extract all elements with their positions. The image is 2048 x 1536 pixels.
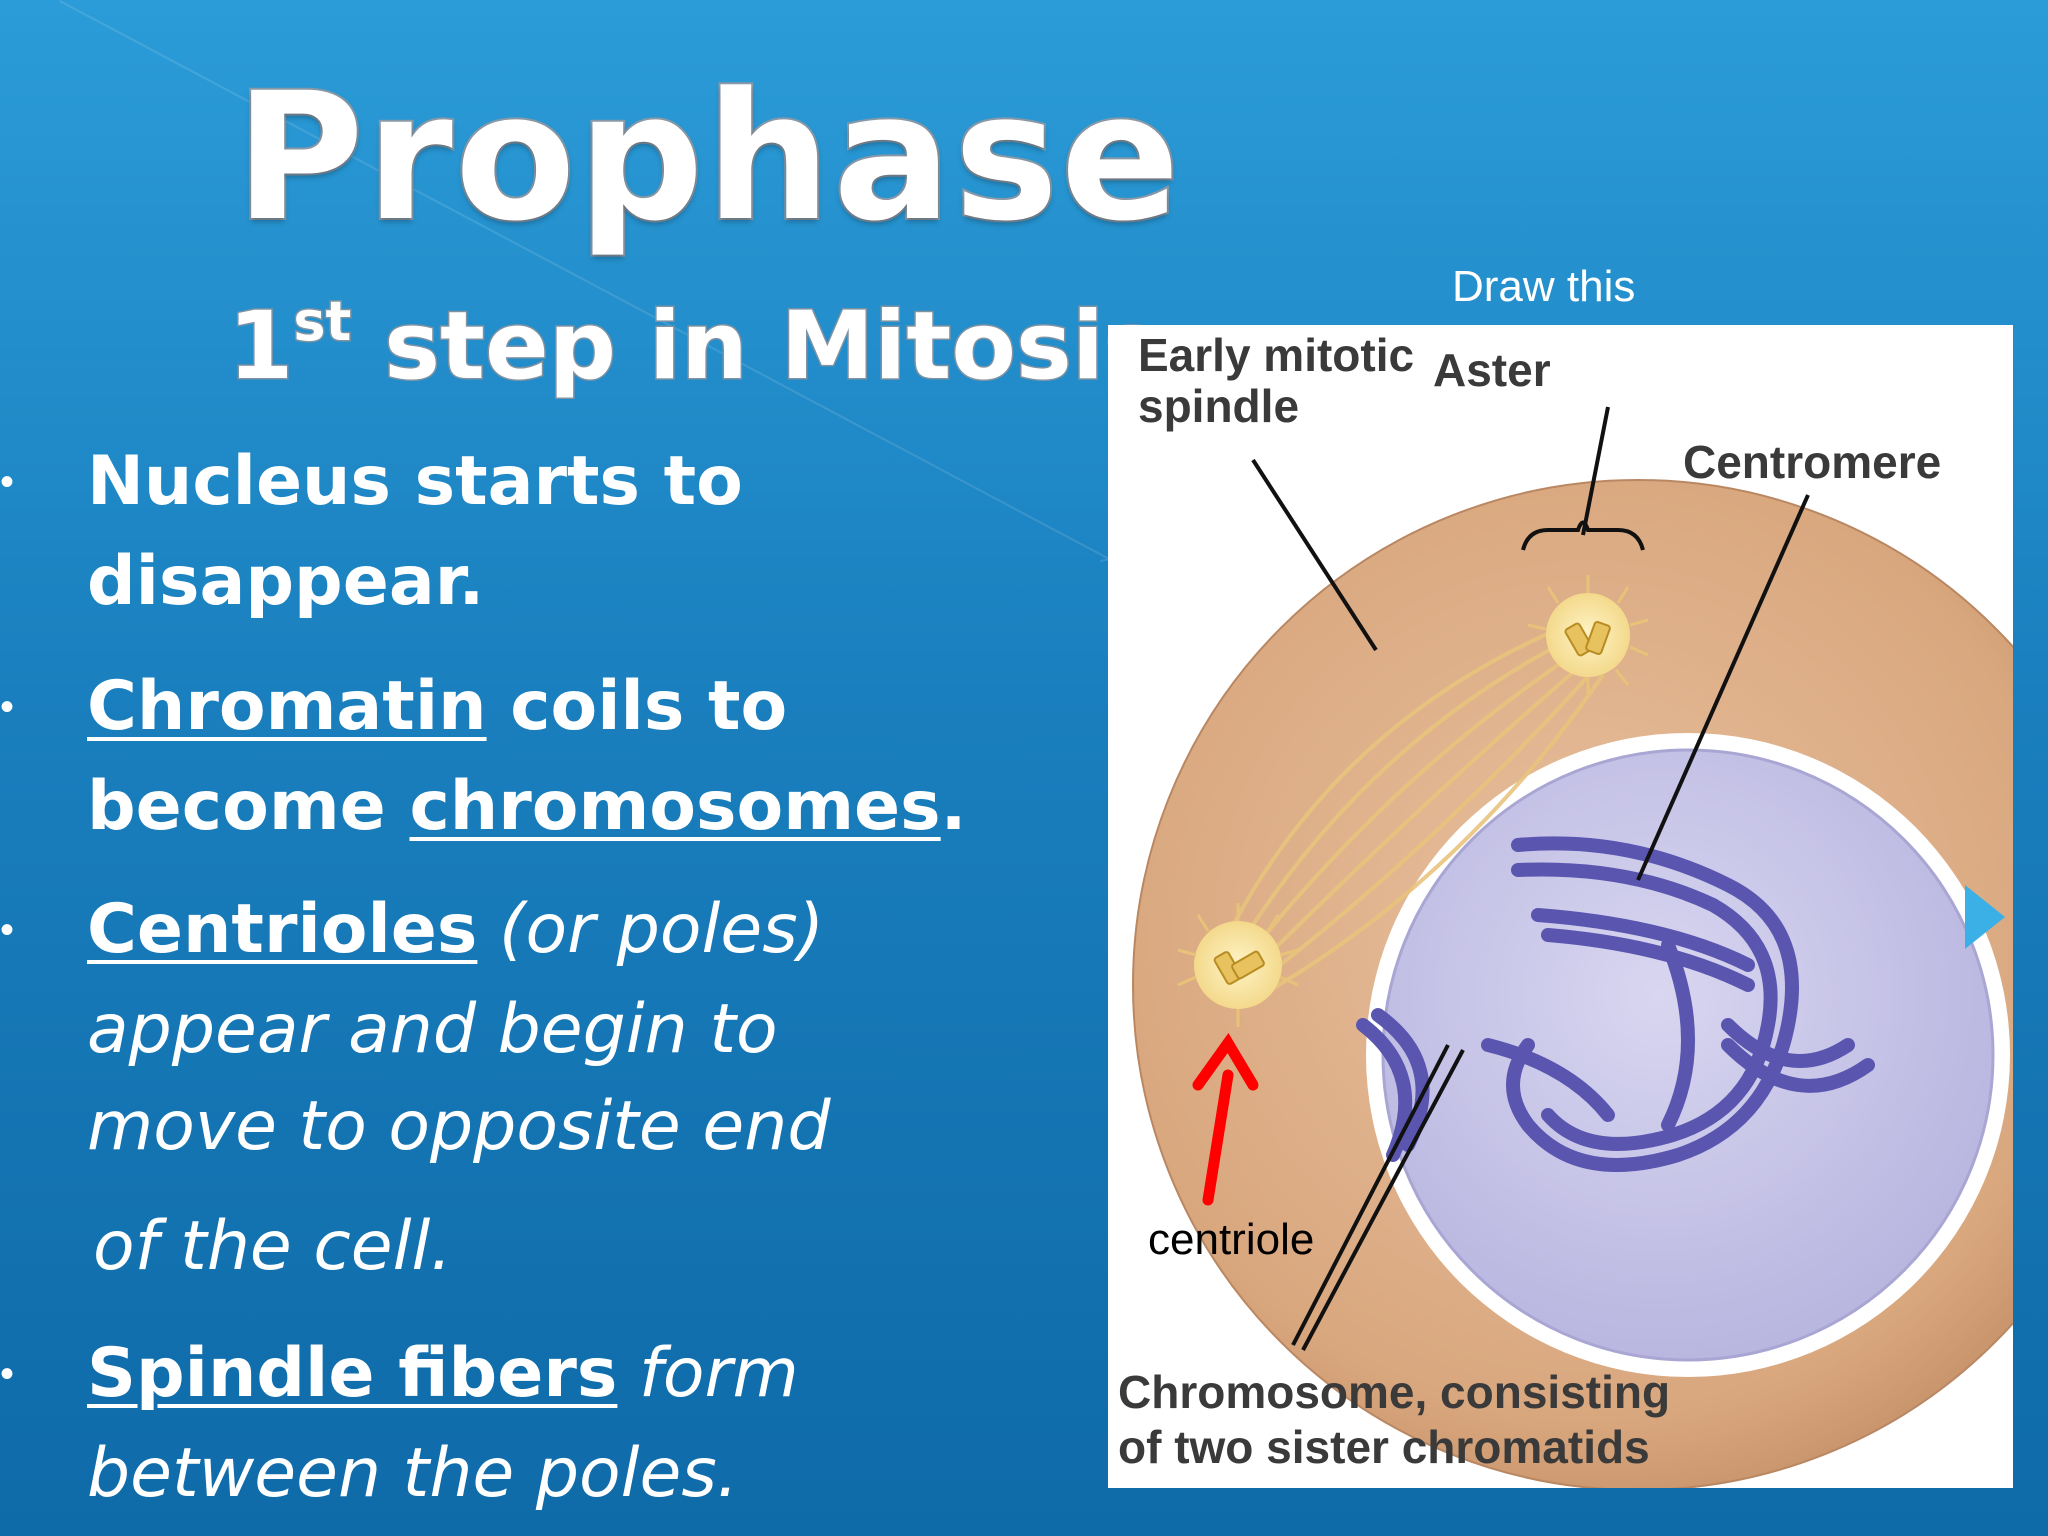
label-early-mitotic-spindle: Early mitotic spindle (1138, 330, 1414, 431)
bullet-dot: • (0, 460, 15, 504)
bullet-dot: • (0, 685, 15, 729)
chromosomes (1356, 836, 1875, 1172)
bullet-text-rest: form (617, 1334, 799, 1413)
bullet-text-rest: (or poles) (477, 890, 825, 969)
bullet-text: between the poles. (87, 1434, 739, 1513)
term-spindle-fibers: Spindle fibers (87, 1334, 618, 1413)
bullet-text: disappear. (87, 542, 485, 621)
bullet-text-post: . (940, 767, 967, 846)
slide-subtitle: 1st step in Mitosis (226, 293, 1161, 395)
subtitle-text: step in Mitosis (351, 292, 1162, 401)
subtitle-number: 1 (226, 292, 294, 401)
label-line: Chromosome, consisting (1118, 1366, 1671, 1418)
bullet-text: become chromosomes. (87, 773, 967, 841)
term-chromatin: Chromatin (87, 667, 487, 746)
subtitle-superscript: st (292, 290, 353, 353)
bullet-text: Spindle fibers form (87, 1340, 799, 1408)
bullet-text: Chromatin coils to (87, 673, 787, 741)
bullet-text: move to opposite end (87, 1087, 831, 1166)
next-slide-arrow-icon (1965, 885, 2005, 949)
term-chromosomes: chromosomes (409, 767, 941, 846)
slide-title: Prophase (233, 55, 1182, 260)
bullet-text: appear and begin to (87, 990, 778, 1069)
label-line: spindle (1138, 379, 1300, 432)
label-line: Early mitotic (1138, 329, 1415, 381)
label-aster: Aster (1433, 344, 1551, 396)
label-leader-lines (1251, 406, 1810, 1351)
bullet-dot: • (0, 1352, 15, 1396)
bullet-text: Centrioles (or poles) (87, 896, 824, 964)
lower-aster (1177, 903, 1299, 1027)
upper-aster (1527, 575, 1649, 695)
bullet-text-pre: become (87, 767, 410, 846)
term-centrioles: Centrioles (87, 890, 478, 969)
draw-this-note: Draw this (1452, 262, 1636, 311)
bullet-dot: • (0, 908, 15, 952)
label-chromosome: Chromosome, consisting of two sister chr… (1118, 1365, 1670, 1475)
bullet-text: of the cell. (93, 1207, 452, 1286)
prophase-diagram: Early mitotic spindle Aster Centromere C… (1108, 325, 2013, 1488)
bullet-text: Nucleus starts to (87, 442, 743, 521)
centriole-label: centriole (1148, 1215, 1315, 1264)
label-centromere: Centromere (1683, 436, 1942, 488)
spindle-fibers (1216, 623, 1605, 1002)
bullet-text-rest: coils to (486, 667, 788, 746)
cell-illustration (1132, 406, 2013, 1488)
centriole-annotation-arrow (1192, 1032, 1259, 1206)
label-line: of two sister chromatids (1118, 1421, 1650, 1474)
